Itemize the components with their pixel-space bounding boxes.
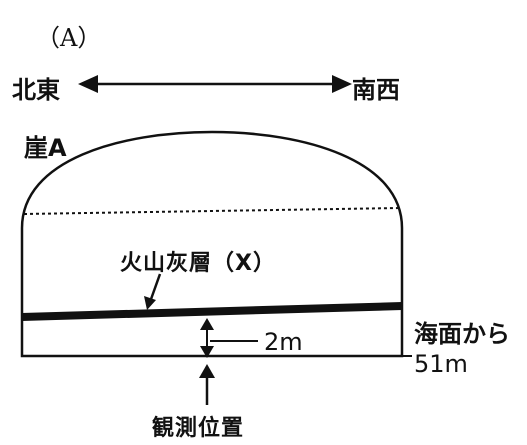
cliff-label: 崖A (24, 134, 67, 162)
thickness-label: 2m (264, 328, 303, 356)
dotted-layer-boundary (23, 207, 401, 215)
sea-level-label-line2: 51m (414, 350, 468, 378)
direction-arrow-left-head (78, 75, 98, 93)
sea-level-label-line1: 海面から (414, 320, 510, 348)
panel-label: （A） (36, 24, 102, 52)
ash-layer-leader-line (148, 273, 162, 303)
ash-layer-leader-arrowhead (144, 296, 156, 310)
direction-southwest-label: 南西 (352, 76, 400, 104)
observation-arrow-head (199, 364, 215, 378)
observation-point-label: 観測位置 (152, 416, 245, 441)
thickness-arrow-up-head (200, 318, 214, 330)
ash-layer-label: 火山灰層（X） (120, 251, 276, 276)
direction-arrow-right-head (332, 75, 352, 93)
volcanic-ash-layer (22, 302, 402, 321)
direction-northeast-label: 北東 (12, 76, 60, 104)
thickness-arrow-down-head (200, 346, 214, 358)
cliff-outline (20, 130, 404, 358)
